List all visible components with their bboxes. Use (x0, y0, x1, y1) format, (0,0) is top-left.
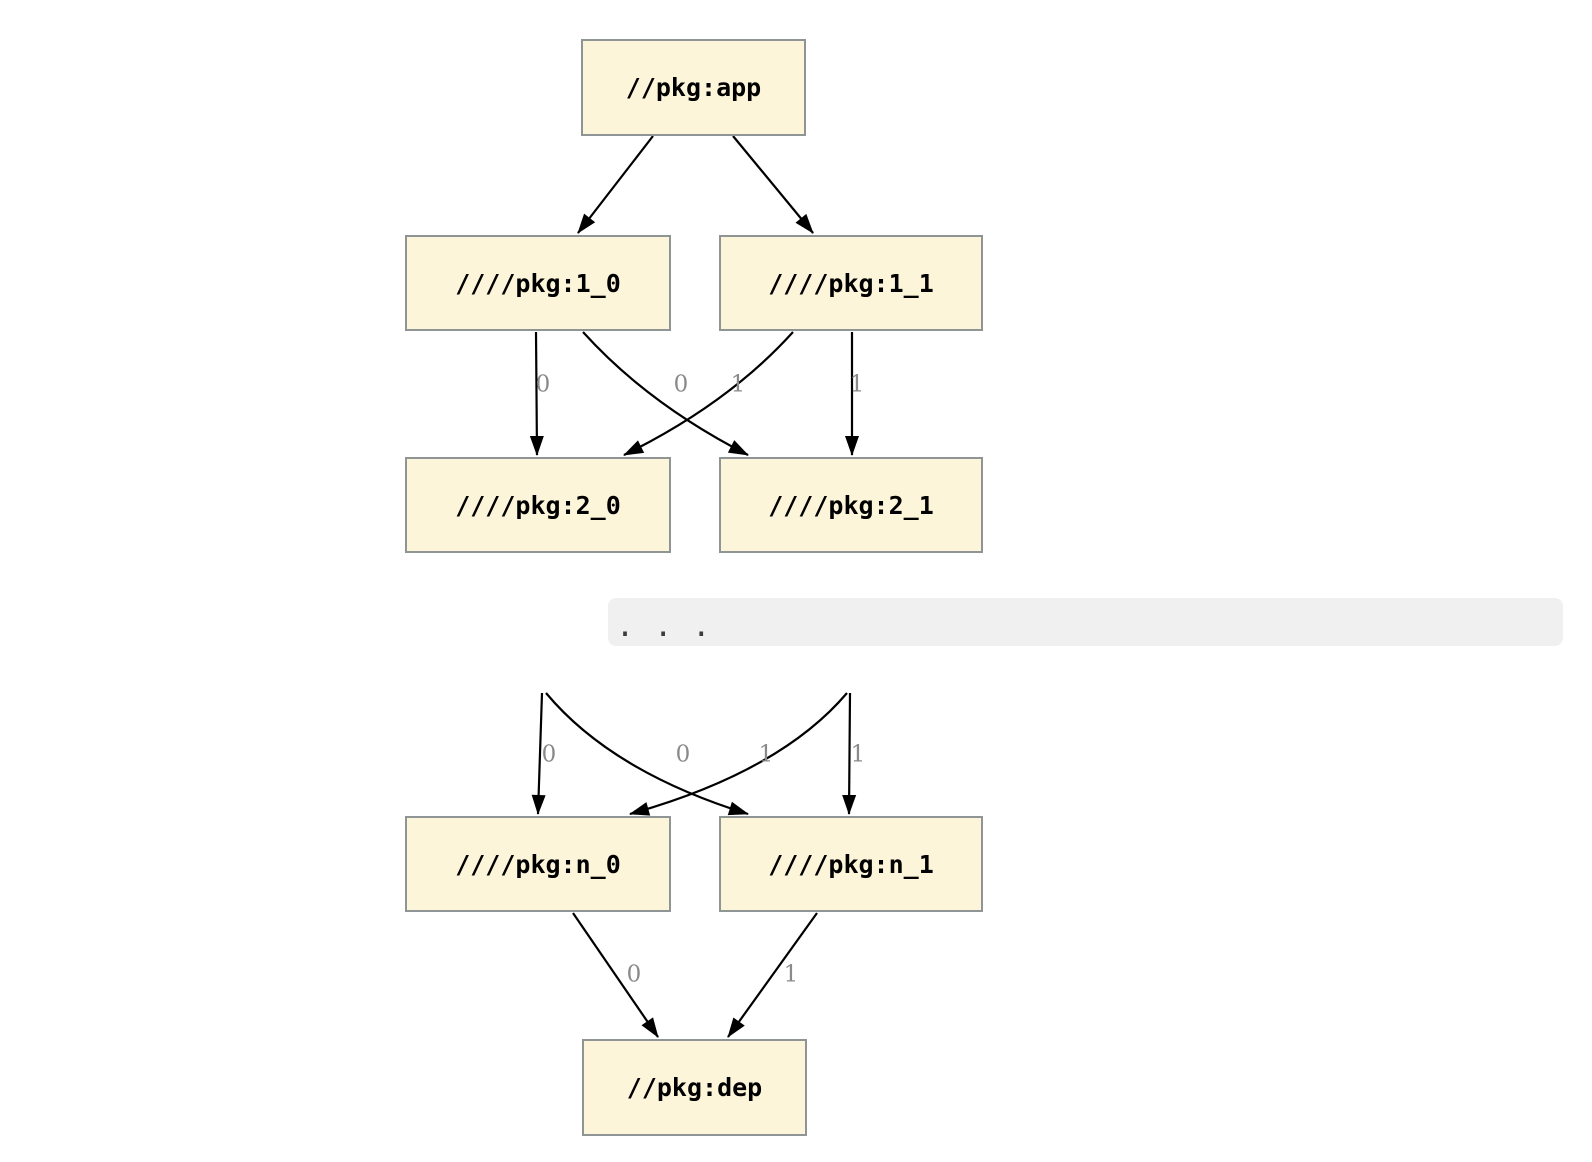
node-pkg-n_0: ////pkg:n_0 (405, 816, 671, 912)
edge-app-to-1_0 (577, 135, 654, 234)
node-pkg-1_0: ////pkg:1_0 (405, 235, 671, 331)
edge-n_1-to-dep (727, 912, 818, 1038)
edge-app-to-1_1 (732, 135, 814, 234)
edge-label-cross-to-n_1: 1 (758, 741, 774, 768)
edge-label-prev-to-n_1: 1 (850, 741, 866, 768)
edge-label-n_1-to-dep: 1 (783, 961, 799, 988)
node-pkg-2_0: ////pkg:2_0 (405, 457, 671, 553)
edge-prev-to-n_1-cross (545, 692, 749, 816)
node-pkg-2_1: ////pkg:2_1 (719, 457, 983, 553)
edge-n_0-to-dep (572, 912, 659, 1038)
edge-label-1_1-to-2_1: 1 (849, 371, 865, 398)
edge-1_0-to-2_1 (582, 331, 749, 456)
edge-label-1_0-to-2_0: 0 (535, 371, 551, 398)
edge-1_1-to-2_0 (623, 331, 794, 456)
edge-prev-to-n_0-cross (629, 692, 848, 816)
edge-label-cross-to-n_0: 0 (675, 741, 691, 768)
edge-label-n_0-to-dep: 0 (626, 961, 642, 988)
ellipsis-band: . . . (608, 598, 1563, 646)
node-pkg-dep: //pkg:dep (582, 1039, 807, 1136)
ellipsis-dots: . . . (616, 609, 712, 644)
edge-label-1_0-to-2_1: 1 (730, 371, 746, 398)
edge-label-prev-to-n_0: 0 (541, 741, 557, 768)
node-pkg-n_1: ////pkg:n_1 (719, 816, 983, 912)
edge-label-1_1-to-2_0: 0 (673, 371, 689, 398)
node-pkg-1_1: ////pkg:1_1 (719, 235, 983, 331)
node-pkg-app: //pkg:app (581, 39, 806, 136)
